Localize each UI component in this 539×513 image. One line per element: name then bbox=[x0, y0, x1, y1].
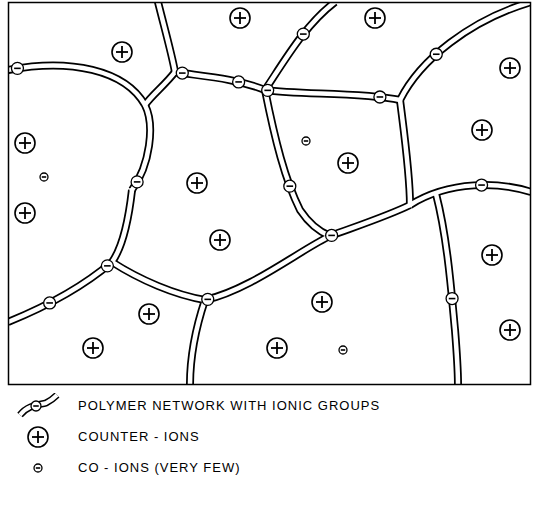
network-strand-core bbox=[265, 3, 335, 90]
ionic-group bbox=[176, 67, 188, 79]
network-strand-core bbox=[9, 65, 150, 190]
network-strand bbox=[400, 100, 410, 205]
ionic-group bbox=[374, 91, 386, 103]
counter-ion bbox=[482, 245, 502, 265]
counter-ion bbox=[338, 153, 358, 173]
counter-ion bbox=[139, 304, 159, 324]
network-strand bbox=[158, 3, 175, 72]
counter-ion bbox=[15, 133, 35, 153]
legend-item: POLYMER NETWORK WITH IONIC GROUPS bbox=[16, 390, 380, 421]
counter-ion bbox=[187, 173, 207, 193]
counter-ion bbox=[112, 42, 132, 62]
legend-item: CO - IONS (VERY FEW) bbox=[16, 452, 380, 483]
counter-ion bbox=[210, 230, 230, 250]
network-strand bbox=[9, 65, 150, 190]
ionic-group bbox=[11, 62, 23, 74]
counter-ion bbox=[15, 203, 35, 223]
network-strand-core bbox=[265, 90, 330, 236]
network-strand bbox=[436, 194, 458, 384]
network-strand-core bbox=[330, 205, 410, 236]
network-strand bbox=[145, 72, 175, 105]
counter-ion bbox=[500, 320, 520, 340]
ionic-group bbox=[297, 28, 309, 40]
ionic-group bbox=[101, 260, 113, 272]
network-strand-core bbox=[190, 300, 205, 384]
network-strand-core bbox=[400, 100, 410, 205]
network-strand bbox=[400, 3, 530, 100]
ionic-group bbox=[476, 179, 488, 191]
network-strand-core bbox=[158, 3, 175, 72]
counter-ion bbox=[472, 120, 492, 140]
counter-ion bbox=[312, 292, 332, 312]
legend-text: COUNTER - IONS bbox=[78, 429, 200, 444]
co-ion bbox=[40, 173, 48, 181]
network-strand-core bbox=[9, 262, 112, 322]
network-strand bbox=[410, 185, 530, 205]
polymer-network bbox=[9, 3, 530, 384]
counter-ion bbox=[267, 338, 287, 358]
legend-swatch bbox=[16, 455, 60, 481]
network-strand bbox=[265, 3, 335, 90]
network-strand-core bbox=[112, 190, 132, 262]
network-strand bbox=[112, 190, 132, 262]
network-strand bbox=[9, 262, 112, 322]
legend-item: COUNTER - IONS bbox=[16, 421, 380, 452]
ionic-group bbox=[131, 176, 143, 188]
network-strand bbox=[190, 300, 205, 384]
co-ion bbox=[302, 137, 310, 145]
frame bbox=[9, 3, 531, 385]
ionic-group bbox=[284, 180, 296, 192]
counter-ion bbox=[500, 58, 520, 78]
legend-text: CO - IONS (VERY FEW) bbox=[78, 460, 241, 475]
legend-swatch bbox=[16, 424, 60, 450]
ionic-group bbox=[44, 297, 56, 309]
ionic-group bbox=[446, 293, 458, 305]
ionic-group bbox=[202, 293, 214, 305]
ionic-group bbox=[430, 48, 442, 60]
counter-ion bbox=[83, 338, 103, 358]
network-strand-core bbox=[400, 3, 530, 100]
ionic-group bbox=[326, 229, 338, 241]
co-ion bbox=[339, 346, 347, 354]
network-strand bbox=[265, 90, 330, 236]
legend-swatch bbox=[16, 393, 60, 419]
network-strand bbox=[112, 262, 205, 300]
legend-text: POLYMER NETWORK WITH IONIC GROUPS bbox=[78, 398, 380, 413]
ionic-group bbox=[262, 84, 274, 96]
ionic-group bbox=[233, 76, 245, 88]
network-strand-core bbox=[112, 262, 205, 300]
network-strand bbox=[330, 205, 410, 236]
network-strand-core bbox=[436, 194, 458, 384]
counter-ion bbox=[365, 8, 385, 28]
counter-ion bbox=[230, 8, 250, 28]
legend: POLYMER NETWORK WITH IONIC GROUPS COUNTER… bbox=[16, 390, 380, 483]
network-strand-core bbox=[145, 72, 175, 105]
network-strand-core bbox=[410, 185, 530, 205]
counter-ions bbox=[15, 8, 520, 358]
co-ions bbox=[40, 137, 347, 354]
